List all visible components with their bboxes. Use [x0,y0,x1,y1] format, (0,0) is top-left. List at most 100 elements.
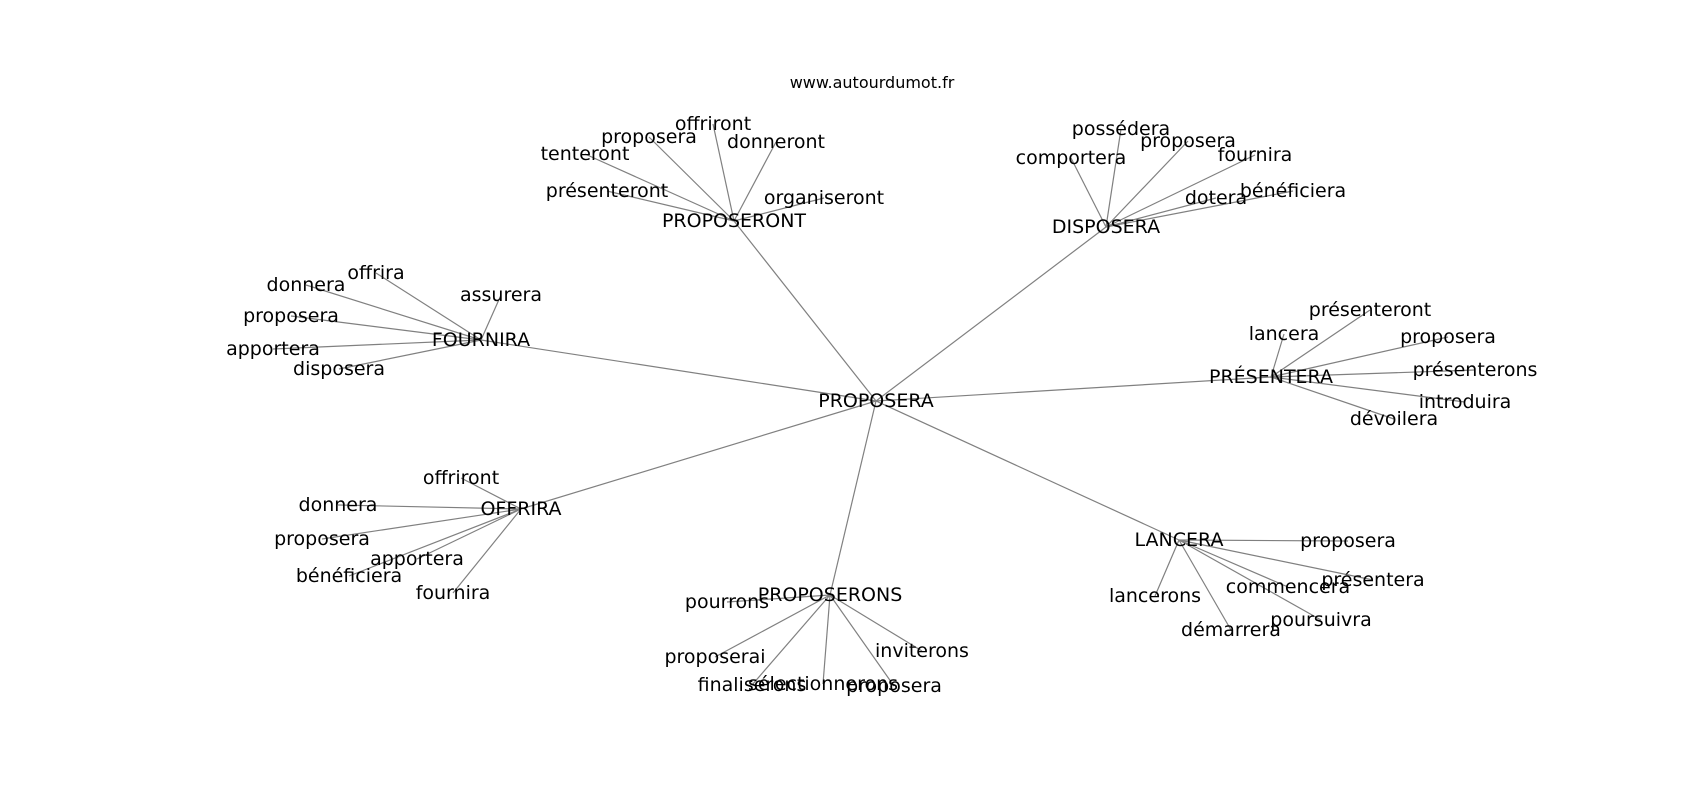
leaf-node-label: donnera [267,274,346,296]
hub-leaf-edge [348,508,522,577]
leaf-node-label: présentera [1321,569,1424,591]
center-hub-edge [829,400,877,596]
hub-leaf-edge [606,190,735,222]
hub-leaf-edge [1270,376,1466,403]
center-hub-edge [875,376,1272,402]
leaf-node-label: apportera [370,548,464,570]
leaf-node-label: sélectionnerons [748,673,898,695]
leaf-node-label: lancera [1249,323,1320,345]
leaf-node-label: dotera [1185,187,1247,209]
leaf-node-label: proposera [243,305,339,327]
leaf-node-label: lancerons [1109,585,1201,607]
hub-leaf-edge [1270,376,1395,420]
leaf-node-label: organiseront [764,187,884,209]
hub-leaf-edge [1270,333,1285,378]
center-node-label: PROPOSERA [818,390,934,412]
hub-leaf-edge [1105,197,1217,228]
hub-node-label: PRÉSENTERA [1209,365,1333,388]
hub-leaf-edge [1105,140,1189,228]
hub-leaf-edge [822,594,831,685]
hub-leaf-edge [714,594,831,658]
hub-leaf-edge [460,477,522,510]
leaf-node-label: donnera [299,494,378,516]
leaf-node-label: assurera [460,284,542,306]
leaf-node-label: poursuivra [1270,609,1371,631]
leaf-node-label: tenteront [541,143,630,165]
leaf-node-label: offriront [675,113,751,135]
hub-leaf-edge [1154,539,1180,597]
hub-leaf-edge [1178,539,1374,581]
leaf-node-label: pourrons [685,591,769,613]
graph-edges [272,123,1476,687]
hub-leaf-edge [733,197,825,222]
leaf-node-label: proposera [1400,326,1496,348]
hub-leaf-edge [321,508,522,540]
leaf-node-label: proposera [846,675,942,697]
leaf-node-label: proposerai [664,646,765,668]
leaf-node-label: possédera [1072,118,1170,140]
hub-leaf-edge [416,508,522,560]
leaf-node-label: proposera [1140,130,1236,152]
hub-leaf-edge [1178,539,1289,588]
hub-leaf-edge [1105,128,1122,228]
hub-leaf-edge [1270,309,1371,378]
watermark: www.autourdumot.fr [790,73,955,92]
leaf-node-label: inviterons [875,640,969,662]
hub-leaf-edge [1105,190,1294,228]
leaf-node-label: proposera [274,528,370,550]
hub-leaf-edge [648,136,735,222]
center-hub-edge [520,400,877,510]
hub-leaf-edge [1070,157,1107,228]
leaf-node-label: offriront [423,467,499,489]
hub-node-label: OFFRIRA [480,498,561,520]
hub-leaf-edge [1178,539,1349,542]
center-hub-edge [875,400,1180,541]
center-hub-edge [733,220,877,402]
leaf-node-label: commencera [1226,576,1350,598]
hub-leaf-edge [480,294,502,341]
center-hub-edge [480,339,877,402]
center-hub-edge [875,226,1107,402]
hub-leaf-edge [829,594,895,687]
hub-node-label: DISPOSERA [1052,216,1160,238]
hub-leaf-edge [1270,369,1476,378]
hub-leaf-edge [829,594,923,652]
leaf-node-label: proposera [601,126,697,148]
leaf-node-label: proposera [1300,530,1396,552]
hub-leaf-edge [272,339,482,350]
hub-leaf-edge [290,315,482,341]
leaf-node-label: donneront [727,131,825,153]
leaf-node-label: présenteront [1309,299,1431,321]
hub-leaf-edge [751,594,831,686]
hub-leaf-edge [1270,336,1449,378]
leaf-node-label: comportera [1016,147,1127,169]
hub-leaf-edge [375,272,482,341]
leaf-node-label: démarrera [1181,619,1281,641]
hub-leaf-edge [726,594,831,603]
leaf-node-label: bénéficiera [296,565,402,587]
hub-leaf-edge [1178,539,1322,621]
hub-leaf-edge [305,284,482,341]
hub-leaf-edge [584,153,735,222]
hub-leaf-edge [337,504,522,510]
hub-leaf-edge [452,508,522,594]
hub-leaf-edge [712,123,735,222]
leaf-node-label: présenteront [546,180,668,202]
hub-node-label: LANCERA [1135,529,1224,551]
leaf-node-label: disposera [293,358,385,380]
hub-node-label: PROPOSERONS [758,584,903,606]
hub-leaf-edge [1105,154,1256,228]
leaf-node-label: dévoilera [1350,408,1438,430]
leaf-node-label: fournira [1218,144,1293,166]
leaf-node-label: finaliserons [698,674,807,696]
hub-leaf-edge [733,141,777,222]
leaf-node-label: offrira [347,262,404,284]
leaf-node-label: fournira [416,582,491,604]
hub-leaf-edge [338,339,482,370]
leaf-node-label: présenterons [1413,359,1538,381]
leaf-node-label: introduira [1419,391,1512,413]
leaf-node-label: apportera [226,338,320,360]
leaf-node-label: bénéficiera [1240,180,1346,202]
